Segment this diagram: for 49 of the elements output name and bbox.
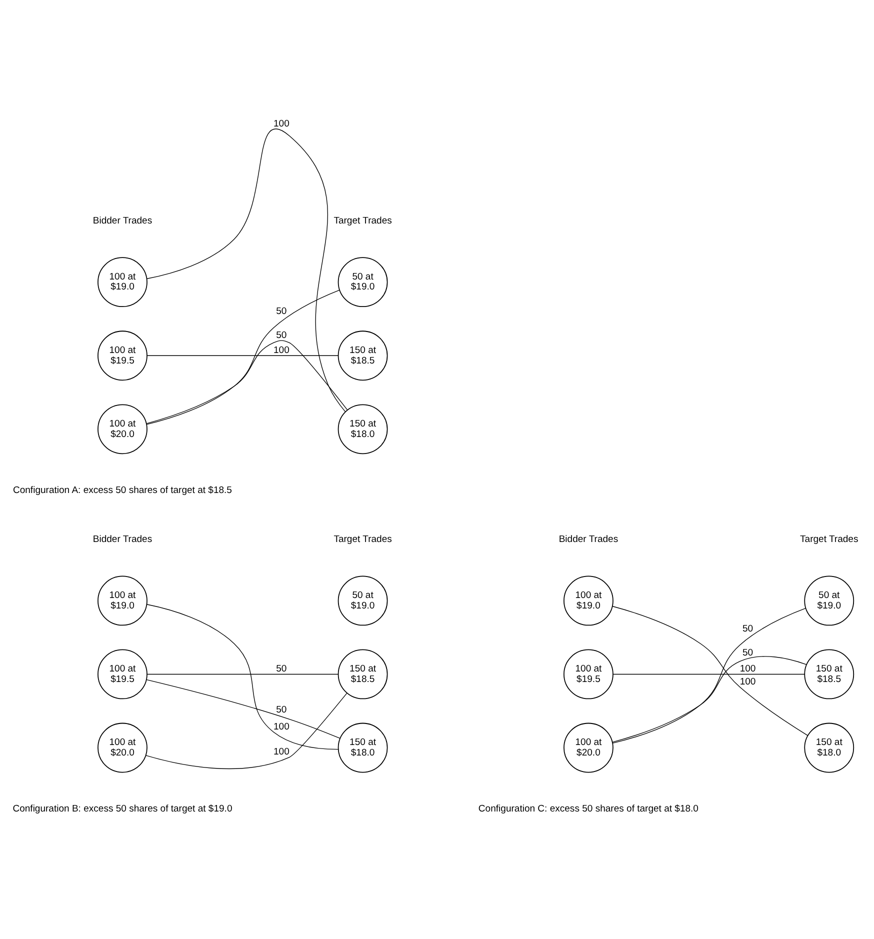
connector bbox=[146, 604, 339, 750]
label: Target Trades bbox=[334, 533, 392, 544]
node-circle: 100 at $19.5 bbox=[564, 648, 614, 699]
edge-label: 50 bbox=[276, 663, 287, 674]
label: Target Trades bbox=[800, 533, 858, 544]
label: Target Trades bbox=[334, 214, 392, 226]
connector bbox=[146, 289, 340, 424]
edge-label: 100 bbox=[274, 344, 290, 356]
node-circle: 100 at $20.0 bbox=[98, 404, 148, 454]
node-circle: 100 at $19.0 bbox=[98, 575, 148, 626]
node-circle: 100 at $20.0 bbox=[564, 722, 614, 772]
edge-label: 100 bbox=[740, 676, 756, 688]
connector bbox=[612, 673, 805, 674]
node-circle: 150 at $18.0 bbox=[338, 722, 388, 772]
node-circle: 150 at $18.5 bbox=[804, 648, 854, 699]
connector bbox=[146, 678, 340, 738]
label: Bidder Trades bbox=[558, 533, 618, 544]
edge-label: 100 bbox=[274, 721, 290, 732]
edge-label: 50 bbox=[742, 646, 754, 658]
edge-label: 100 bbox=[274, 746, 290, 758]
edge-label: 50 bbox=[276, 330, 287, 341]
edge-label: 50 bbox=[276, 306, 287, 317]
edge-label: 50 bbox=[742, 622, 754, 634]
node-circle: 100 at $19.0 bbox=[98, 256, 148, 307]
node-circle: 150 at $18.5 bbox=[338, 330, 388, 380]
edge-label: 100 bbox=[274, 118, 290, 129]
connector bbox=[612, 656, 807, 742]
connector bbox=[146, 673, 338, 674]
node-circle: 150 at $18.5 bbox=[338, 648, 388, 699]
label: Configuration B: excess 50 shares of target at $19.0 bbox=[12, 803, 232, 814]
label: Bidder Trades bbox=[92, 533, 152, 544]
edge-label: 50 bbox=[276, 704, 287, 715]
node-circle: 100 at $19.0 bbox=[564, 575, 614, 626]
connector bbox=[146, 354, 338, 356]
node-circle: 100 at $19.5 bbox=[98, 330, 148, 380]
label: Bidder Trades bbox=[92, 214, 152, 226]
label: Configuration C: excess 50 shares of target at $18.0 bbox=[478, 803, 698, 814]
connector bbox=[146, 692, 348, 769]
node-circle: 100 at $20.0 bbox=[98, 722, 148, 772]
connector bbox=[146, 340, 348, 424]
connector bbox=[146, 128, 346, 412]
edge-label: 100 bbox=[740, 663, 756, 674]
node-circle: 50 at $19.0 bbox=[804, 575, 854, 626]
node-circle: 150 at $18.0 bbox=[338, 404, 388, 454]
node-circle: 150 at $18.0 bbox=[804, 722, 854, 772]
node-circle: 50 at $19.0 bbox=[338, 256, 388, 307]
node-circle: 100 at $19.5 bbox=[98, 648, 148, 699]
label: Configuration A: excess 50 shares of target at $18.5 bbox=[12, 484, 232, 496]
node-circle: 50 at $19.0 bbox=[338, 575, 388, 626]
